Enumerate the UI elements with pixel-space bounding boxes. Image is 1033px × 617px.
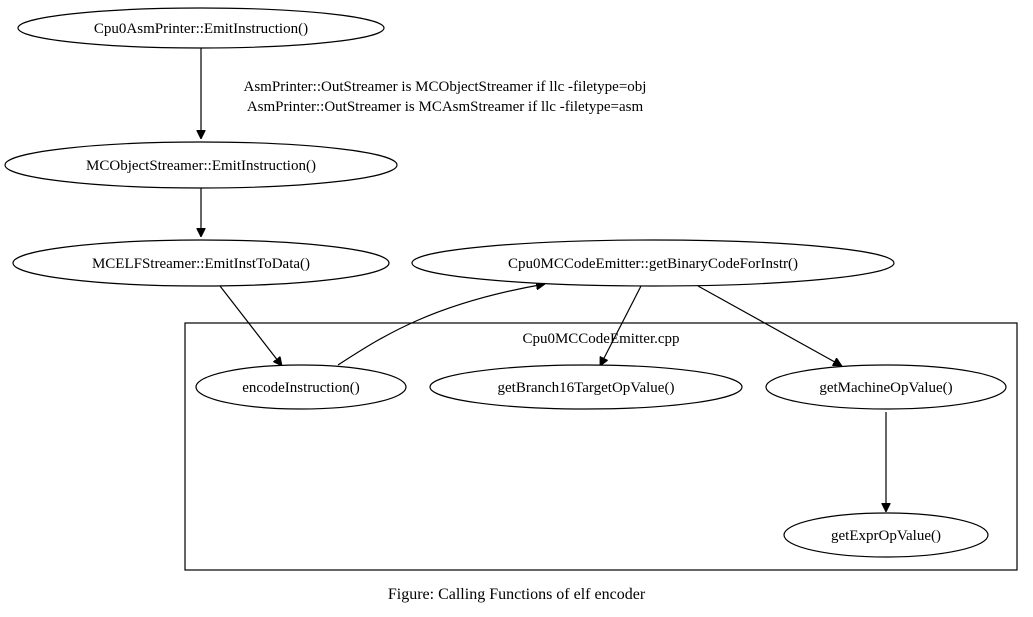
edge-label-asm: AsmPrinter::OutStreamer is MCAsmStreamer… bbox=[247, 99, 644, 115]
node-ellipse bbox=[12, 239, 390, 287]
node-ellipse bbox=[765, 364, 1007, 410]
node-label: MCObjectStreamer::EmitInstruction() bbox=[86, 158, 316, 174]
cluster-box bbox=[184, 322, 1018, 571]
node-ellipse bbox=[429, 364, 743, 410]
figure-caption: Figure: Calling Functions of elf encoder bbox=[387, 586, 646, 603]
edge-getbinarycode-to-getbranch16 bbox=[599, 285, 642, 366]
node-ellipse bbox=[17, 7, 385, 49]
edge-encodeinstruction-to-getbinarycode bbox=[337, 284, 545, 366]
edges bbox=[201, 48, 886, 512]
node-get-branch16: getBranch16TargetOpValue() bbox=[429, 364, 743, 410]
node-label: MCELFStreamer::EmitInstToData() bbox=[92, 256, 310, 272]
node-get-machine-op: getMachineOpValue() bbox=[765, 364, 1007, 410]
node-mcobject-streamer-emit: MCObjectStreamer::EmitInstruction() bbox=[4, 141, 398, 189]
edge-labels: AsmPrinter::OutStreamer is MCObjectStrea… bbox=[244, 79, 647, 115]
node-get-binary-code: Cpu0MCCodeEmitter::getBinaryCodeForInstr… bbox=[411, 239, 895, 287]
edge-mcelfstreamer-to-encodeinstruction bbox=[219, 285, 282, 366]
node-label: encodeInstruction() bbox=[242, 380, 359, 396]
node-ellipse bbox=[4, 141, 398, 189]
node-label: Cpu0AsmPrinter::EmitInstruction() bbox=[94, 21, 308, 37]
cluster-cpu0mccodeemitter: Cpu0MCCodeEmitter.cpp bbox=[184, 322, 1018, 571]
node-label: getExprOpValue() bbox=[831, 528, 941, 544]
node-get-expr-op: getExprOpValue() bbox=[783, 512, 989, 558]
node-ellipse bbox=[411, 239, 895, 287]
edge-label-obj: AsmPrinter::OutStreamer is MCObjectStrea… bbox=[244, 79, 647, 95]
node-ellipse bbox=[783, 512, 989, 558]
node-mcelf-streamer-emit: MCELFStreamer::EmitInstToData() bbox=[12, 239, 390, 287]
node-encode-instruction: encodeInstruction() bbox=[195, 364, 407, 410]
edge-getbinarycode-to-getmachineop bbox=[697, 285, 842, 367]
node-label: Cpu0MCCodeEmitter::getBinaryCodeForInstr… bbox=[508, 256, 798, 272]
node-label: getBranch16TargetOpValue() bbox=[498, 380, 675, 396]
cluster-label: Cpu0MCCodeEmitter.cpp bbox=[522, 331, 679, 347]
node-label: getMachineOpValue() bbox=[819, 380, 952, 396]
node-ellipse bbox=[195, 364, 407, 410]
node-asm-printer-emit: Cpu0AsmPrinter::EmitInstruction() bbox=[17, 7, 385, 49]
